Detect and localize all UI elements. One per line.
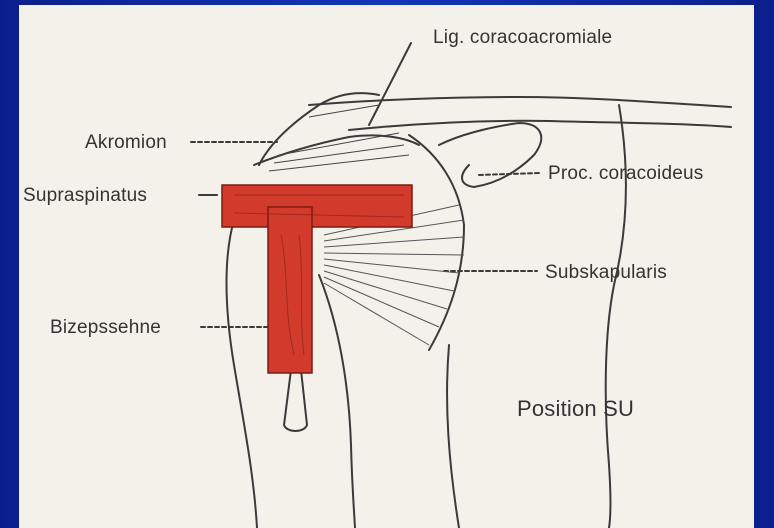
humerus-lateral-line [227, 220, 258, 528]
biceps-tendon-end [284, 370, 307, 431]
scapula-lateral-border [447, 345, 459, 528]
clavicle-lower-line [349, 121, 731, 130]
diagram-panel: Lig. coracoacromiale Akromion Proc. cora… [19, 5, 754, 528]
acromion-lower-edge [254, 135, 419, 165]
supraspinatus-highlight [222, 185, 412, 227]
humerus-medial-line [319, 275, 355, 528]
label-supraspinatus: Supraspinatus [23, 185, 147, 207]
label-lig-coracoacromiale: Lig. coracoacromiale [433, 27, 612, 49]
label-bizepssehne: Bizepssehne [50, 317, 161, 339]
label-proc-coracoideus: Proc. coracoideus [548, 163, 703, 185]
label-position: Position SU [517, 396, 634, 422]
leader-proc [479, 173, 539, 175]
leader-lig [369, 43, 411, 125]
bizepssehne-highlight [268, 207, 312, 373]
coracoid-outline [439, 123, 541, 187]
acromion-hatching [269, 105, 409, 171]
label-akromion: Akromion [85, 132, 167, 154]
label-subskapularis: Subskapularis [545, 262, 667, 284]
clavicle-upper-line [309, 97, 731, 107]
